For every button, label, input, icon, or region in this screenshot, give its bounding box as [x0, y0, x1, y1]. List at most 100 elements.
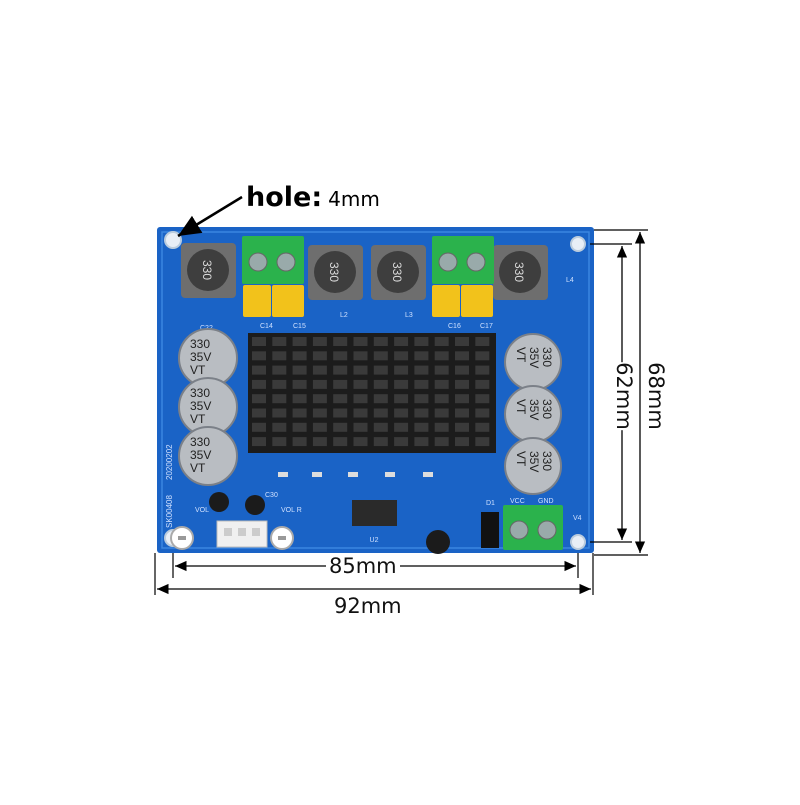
capacitor-left-3: 330 35V VT	[178, 426, 238, 486]
cap-l3-line3: VT	[190, 461, 206, 475]
heatsink-fin	[394, 437, 409, 447]
heatsink-fin	[312, 422, 327, 432]
cap-r1-line2: 35V	[527, 347, 541, 368]
dimension-68mm-label: 68mm	[641, 362, 670, 430]
cap-l2-line1: 330	[190, 386, 210, 400]
heatsink-fin	[434, 337, 449, 346]
cap-l1-line2: 35V	[190, 350, 211, 364]
heatsink-fin	[353, 379, 368, 389]
cap-r2-line1: 330	[540, 399, 554, 419]
smd-components-row	[278, 472, 433, 477]
heatsink-fin	[455, 408, 469, 418]
heatsink-fin	[333, 437, 348, 447]
heatsink-fin	[292, 365, 307, 375]
heatsink-fin	[272, 337, 287, 346]
heatsink-fin	[455, 394, 469, 404]
heatsink-fin	[312, 394, 327, 404]
heatsink-fin	[312, 337, 327, 346]
cap-l1-line1: 330	[190, 337, 210, 351]
heatsink-fin	[373, 365, 388, 375]
heatsink-fin	[333, 365, 348, 375]
hole-label: hole:4mm	[246, 182, 380, 213]
cap-r1-line3: VT	[514, 347, 528, 363]
hole-pointer-arrow	[177, 195, 243, 238]
dimension-68mm	[594, 229, 648, 556]
heatsink-fin	[353, 365, 368, 375]
heatsink-fin	[434, 379, 449, 389]
potentiometer-right	[270, 526, 294, 550]
silk-c16: C16	[448, 323, 461, 330]
heatsink-fin	[455, 437, 469, 447]
mounting-hole-top-left	[164, 231, 182, 249]
heatsink-fin	[394, 408, 409, 418]
silk-v4: V4	[573, 515, 582, 522]
silk-c14: C14	[260, 323, 273, 330]
heatsink-fin	[455, 351, 469, 361]
heatsink-fin	[394, 351, 409, 361]
cap-r3-line3: VT	[514, 451, 528, 467]
heatsink-fin	[353, 422, 368, 432]
dimension-92mm-label: 92mm	[331, 594, 405, 618]
heatsink-fin	[414, 394, 429, 404]
silk-c17: C17	[480, 323, 493, 330]
input-connector	[216, 520, 268, 548]
heatsink-fin	[333, 408, 348, 418]
cap-l2-line3: VT	[190, 412, 206, 426]
heatsink-fin	[272, 408, 287, 418]
heatsink-fin	[394, 379, 409, 389]
heatsink-fin	[292, 394, 307, 404]
silk-c15: C15	[293, 323, 306, 330]
heatsink-fin	[414, 337, 429, 346]
heatsink-fin	[292, 379, 307, 389]
heatsink-fin	[252, 437, 266, 447]
heatsink-fin	[292, 422, 307, 432]
inductor-2: 330	[308, 245, 363, 300]
heatsink-fin	[333, 337, 348, 346]
heatsink-fin	[312, 437, 327, 447]
heatsink-fin	[475, 365, 490, 375]
heatsink-fin	[333, 422, 348, 432]
capacitor-left-2: 330 35V VT	[178, 377, 238, 437]
heatsink-fin	[312, 365, 327, 375]
potentiometer-left	[170, 526, 194, 550]
heatsink-fin	[353, 437, 368, 447]
heatsink-fin	[414, 379, 429, 389]
silk-date: 20200202	[165, 444, 174, 480]
silk-l3: L3	[405, 312, 413, 319]
heatsink-fin	[475, 379, 490, 389]
heatsink-fin	[333, 351, 348, 361]
heatsink-fin	[272, 437, 287, 447]
small-capacitor-pair	[209, 492, 265, 515]
heatsink-fin	[455, 337, 469, 346]
capacitor-right-1: 330 35V VT	[504, 333, 562, 391]
capacitor-right-3: 330 35V VT	[504, 437, 562, 495]
inductor-4-label: 330	[512, 262, 526, 282]
heatsink-fin	[252, 365, 266, 375]
speaker-terminal-left	[242, 236, 304, 284]
heatsink-fin	[475, 408, 490, 418]
amplifier-ic: U2	[352, 500, 397, 544]
heatsink-fin	[455, 365, 469, 375]
small-electrolytic-bottom	[426, 530, 450, 554]
heatsink-fin	[312, 408, 327, 418]
dimension-85mm-label: 85mm	[326, 554, 400, 578]
inductor-1-label: 330	[200, 260, 214, 280]
capacitor-right-2: 330 35V VT	[504, 385, 562, 443]
yellow-capacitors-right	[432, 285, 493, 317]
heatsink-fin	[272, 365, 287, 375]
mounting-hole-bottom-right	[570, 534, 586, 550]
heatsink-fin	[312, 351, 327, 361]
mounting-hole-top-right	[570, 236, 586, 252]
heatsink-fin	[434, 365, 449, 375]
heatsink-fin	[475, 394, 490, 404]
silk-c30: C30	[265, 492, 278, 499]
silk-vol-l: VOL	[195, 507, 209, 514]
heatsink-fin	[394, 422, 409, 432]
diode: D1	[481, 500, 499, 548]
heatsink-fin	[252, 379, 266, 389]
heatsink-fin	[373, 437, 388, 447]
cap-r3-line2: 35V	[527, 451, 541, 472]
heatsink-fin	[414, 422, 429, 432]
